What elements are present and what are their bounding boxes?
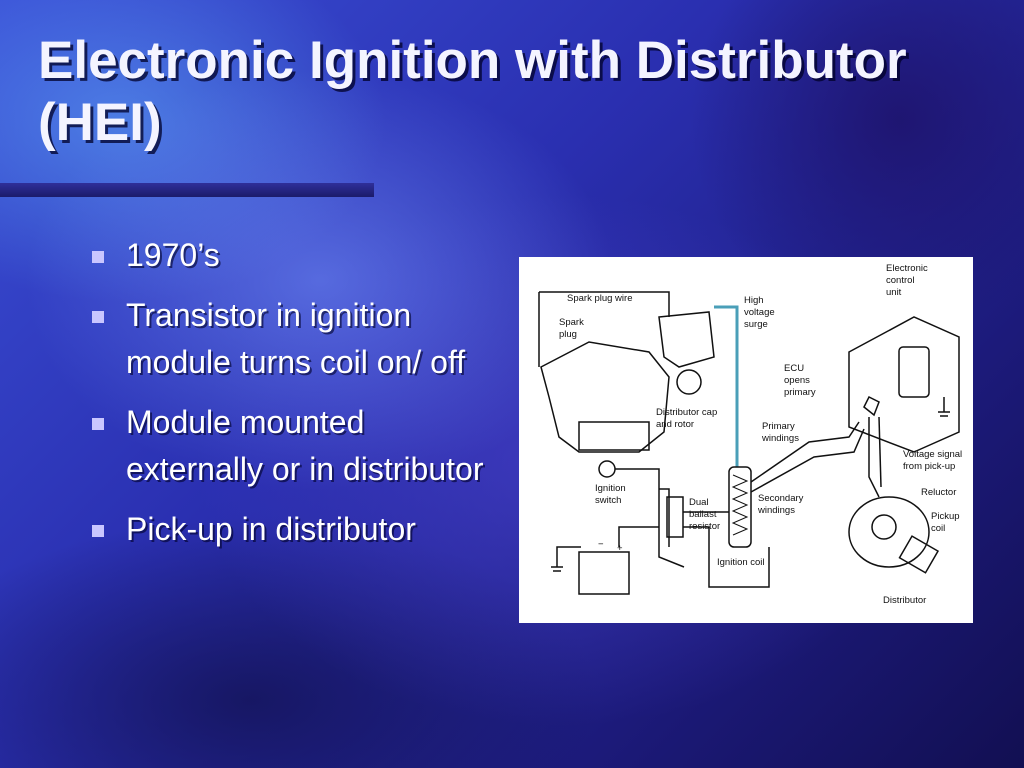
label-ecu-opens-1: ECU <box>784 363 804 374</box>
label-ecu-3: unit <box>886 287 902 298</box>
slide-title: Electronic Ignition with Distributor (HE… <box>38 31 907 152</box>
label-high-voltage-1: High <box>744 295 764 306</box>
label-ballast-1: Dual <box>689 497 709 508</box>
square-bullet-icon <box>92 418 104 430</box>
ground-symbol <box>551 546 581 572</box>
label-ecu-2: control <box>886 275 915 286</box>
square-bullet-icon <box>92 311 104 323</box>
label-secondary-2: windings <box>757 505 795 516</box>
engine-cylinder-shape <box>540 341 670 453</box>
high-voltage-wire-line <box>714 305 739 467</box>
switch-wire-line <box>659 488 670 547</box>
distributor-housing-shape <box>848 496 930 568</box>
bullet-text: Transistor in ignition module turns coil… <box>126 297 466 380</box>
label-ballast-2: ballast <box>689 509 717 520</box>
square-bullet-icon <box>92 525 104 537</box>
distributor-cap-shape <box>658 311 715 368</box>
ecu-connector-shape <box>898 346 930 398</box>
bullet-text: 1970’s <box>126 237 220 273</box>
ignition-coil-shape <box>728 466 752 548</box>
label-primary-1: Primary <box>762 421 795 432</box>
ecu-plug-shape <box>863 395 880 417</box>
label-ignition-switch-2: switch <box>595 495 621 506</box>
battery-wire-line <box>618 526 659 547</box>
label-spark-plug-1: Spark <box>559 317 584 328</box>
primary-wire-line <box>750 428 865 493</box>
signal-wire-line <box>868 417 880 498</box>
square-bullet-icon <box>92 251 104 263</box>
ignition-switch-shape <box>598 460 616 478</box>
bullet-item: Module mounted externally or in distribu… <box>88 399 508 493</box>
resistor-wire-line <box>683 511 770 588</box>
battery-shape <box>578 551 630 595</box>
reluctor-wheel-shape <box>871 514 897 540</box>
label-dist-cap-1: Distributor cap <box>656 407 717 418</box>
label-voltage-signal-2: from pick-up <box>903 461 955 472</box>
label-high-voltage-2: voltage <box>744 307 775 318</box>
label-voltage-signal-1: Voltage signal <box>903 449 962 460</box>
label-high-voltage-3: surge <box>744 319 768 330</box>
label-spark-plug-wire: Spark plug wire <box>567 293 632 304</box>
label-secondary-1: Secondary <box>758 493 804 504</box>
coil-windings-shape <box>731 474 749 536</box>
title-underline <box>0 183 374 197</box>
bullet-list: 1970’s Transistor in ignition module tur… <box>88 232 508 566</box>
switch-wire-line <box>615 468 685 568</box>
hei-ignition-diagram: Spark plug wire Spark plug High voltage … <box>519 257 973 623</box>
label-battery-minus: − <box>598 539 604 550</box>
label-distributor: Distributor <box>883 595 926 606</box>
ecu-box-shape <box>848 316 960 453</box>
label-reluctor: Reluctor <box>921 487 956 498</box>
engine-block-fins <box>578 421 650 451</box>
label-dist-cap-2: and rotor <box>656 419 694 430</box>
vacuum-advance-shape <box>898 535 940 574</box>
label-ignition-coil: Ignition coil <box>717 557 765 568</box>
ecu-ground-symbol <box>938 397 950 417</box>
spark-plug-wire-line <box>538 291 670 367</box>
bullet-item: Pick-up in distributor <box>88 506 508 553</box>
distributor-rotor-shape <box>676 369 702 395</box>
signal-wire-line <box>878 416 882 488</box>
label-primary-2: windings <box>761 433 799 444</box>
label-ecu-opens-3: primary <box>784 387 816 398</box>
label-battery-plus: + <box>617 543 623 554</box>
bullet-item: Transistor in ignition module turns coil… <box>88 292 508 386</box>
bullet-text: Module mounted externally or in distribu… <box>126 404 484 487</box>
ballast-resistor-shape <box>666 496 684 538</box>
label-ignition-switch-1: Ignition <box>595 483 626 494</box>
label-ballast-3: resistor <box>689 521 720 532</box>
label-pickup-2: coil <box>931 523 945 534</box>
label-pickup-1: Pickup <box>931 511 960 522</box>
label-ecu-1: Electronic <box>886 263 928 274</box>
bullet-item: 1970’s <box>88 232 508 279</box>
label-ecu-opens-2: opens <box>784 375 810 386</box>
label-spark-plug-2: plug <box>559 329 577 340</box>
bullet-text: Pick-up in distributor <box>126 511 416 547</box>
